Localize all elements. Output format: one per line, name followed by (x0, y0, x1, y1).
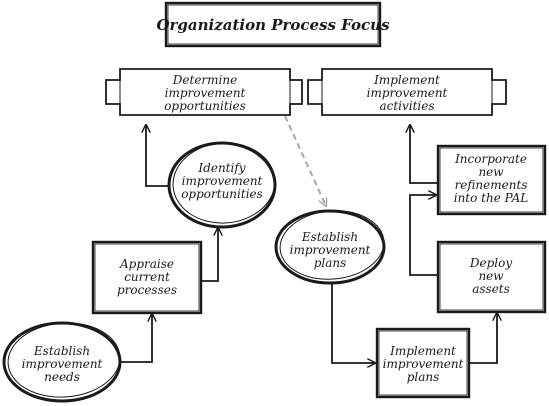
determine-line-3: opportunities (164, 99, 246, 113)
implement-plans-line-3: plans (407, 370, 440, 384)
node-establish-plans: Establish improvement plans (274, 209, 386, 285)
node-incorporate: Incorporate new refinements into the PAL (436, 144, 547, 216)
appraise-line-2: current (124, 270, 170, 284)
determine-line-2: improvement (165, 86, 246, 100)
node-implement-plans: Implement improvement plans (375, 327, 471, 399)
deploy-line-3: assets (472, 282, 510, 296)
determine-line-1: Determine (172, 73, 237, 87)
implement-activities-line-3: activities (379, 99, 434, 113)
title-box: Organization Process Focus (156, 1, 390, 48)
appraise-line-1: Appraise (119, 257, 174, 271)
implement-activities-line-2: improvement (367, 86, 448, 100)
incorporate-line-4: into the PAL (454, 191, 529, 205)
incorporate-line-3: refinements (455, 178, 528, 192)
implement-plans-line-1: Implement (389, 344, 456, 358)
deploy-line-1: Deploy (469, 256, 512, 270)
arrow-deploy-to-incorporate (409, 195, 438, 276)
arrow-implement-plans-to-deploy (469, 313, 497, 364)
node-identify: Identify improvement opportunities (167, 141, 277, 229)
establish-plans-line-2: improvement (290, 243, 371, 257)
implement-activities-line-1: Implement (373, 73, 440, 87)
node-appraise: Appraise current processes (91, 240, 203, 315)
identify-line-2: improvement (182, 174, 263, 188)
identify-line-3: opportunities (181, 187, 263, 201)
diagram-title: Organization Process Focus (156, 16, 390, 34)
appraise-line-3: processes (117, 283, 177, 297)
node-deploy: Deploy new assets (436, 240, 547, 314)
establish-plans-line-1: Establish (301, 230, 358, 244)
establish-needs-line-3: needs (44, 370, 80, 384)
establish-needs-line-2: improvement (22, 357, 103, 371)
arrow-identify-to-determine (146, 125, 172, 187)
node-establish-needs: Establish improvement needs (2, 321, 122, 403)
establish-needs-line-1: Establish (33, 344, 90, 358)
implement-plans-line-2: improvement (383, 357, 464, 371)
deploy-line-2: new (478, 269, 504, 283)
connectors (118, 125, 497, 363)
node-implement-activities: Implement improvement activities (307, 68, 507, 116)
node-determine: Determine improvement opportunities (105, 68, 303, 116)
arrow-establish-plans-to-implement-plans (331, 282, 375, 363)
identify-line-1: Identify (197, 161, 245, 175)
arrow-incorporate-to-implement-activities (410, 125, 438, 184)
incorporate-line-1: Incorporate (454, 152, 527, 166)
arrow-needs-to-appraise (118, 314, 152, 363)
incorporate-line-2: new (478, 165, 504, 179)
dashed-arrow-determine-to-establish-plans (284, 115, 326, 206)
establish-plans-line-3: plans (314, 256, 347, 270)
